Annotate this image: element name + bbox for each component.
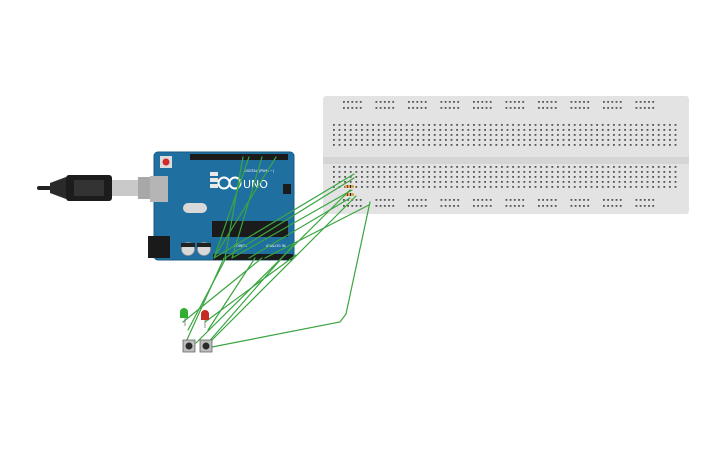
usb-cable-icon[interactable]: [37, 175, 158, 201]
digital-header: [190, 154, 288, 160]
wire[interactable]: [264, 204, 370, 259]
pushbutton-icon[interactable]: [182, 339, 196, 353]
wire[interactable]: [248, 197, 351, 259]
pushbutton-icon[interactable]: [199, 339, 213, 353]
wire[interactable]: [195, 189, 351, 344]
wire[interactable]: [231, 156, 263, 259]
led-icon[interactable]: [180, 308, 188, 326]
resistor-icon[interactable]: [345, 185, 354, 196]
power-analog-header: [213, 254, 293, 260]
wire[interactable]: [185, 257, 225, 343]
wire[interactable]: [224, 156, 244, 259]
wire[interactable]: [187, 257, 227, 331]
usb-port: [150, 176, 168, 202]
wire[interactable]: [213, 173, 355, 259]
wire[interactable]: [213, 156, 250, 259]
led-icon[interactable]: [201, 310, 209, 328]
wires[interactable]: [182, 156, 371, 348]
breadboard-holes[interactable]: [333, 101, 677, 207]
wire[interactable]: [182, 257, 263, 323]
uno-label: UNO: [243, 178, 268, 191]
wire[interactable]: [211, 201, 371, 348]
wire[interactable]: [231, 189, 353, 259]
crystal: [183, 203, 207, 213]
wire[interactable]: [211, 195, 357, 341]
wire[interactable]: [224, 177, 355, 259]
digital-header-label: DIGITAL (PWM ~): [244, 169, 275, 173]
wire[interactable]: [204, 254, 297, 323]
analog-header-label: ANALOG IN: [266, 244, 286, 248]
power-header-label: POWER: [234, 244, 248, 248]
wire[interactable]: [214, 156, 277, 257]
power-jack: [148, 236, 170, 258]
microcontroller-chip: [212, 221, 288, 237]
breadboard[interactable]: [323, 96, 689, 214]
